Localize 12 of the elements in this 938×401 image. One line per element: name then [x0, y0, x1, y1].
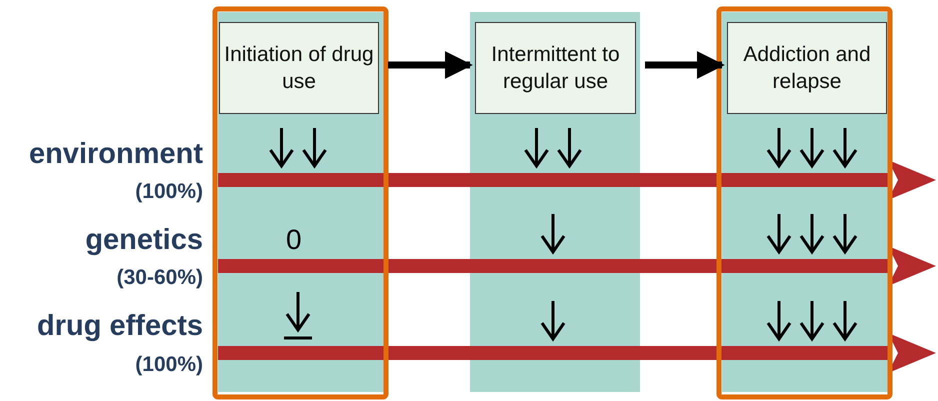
factor-label: drug effects — [37, 310, 203, 343]
zero-mark: 0 — [286, 224, 302, 256]
percentage-label: (100%) — [135, 180, 203, 204]
percentage-label: (100%) — [135, 353, 203, 377]
factor-label: genetics — [85, 224, 203, 257]
stage-box: Addiction and relapse — [727, 22, 887, 114]
factor-label: environment — [28, 138, 203, 171]
arrow — [645, 51, 725, 79]
arrow — [388, 51, 473, 79]
stage-box: Initiation of drug use — [219, 22, 379, 114]
percentage-label: (30-60%) — [116, 266, 203, 290]
stage-box: Intermittent to regular use — [475, 22, 636, 114]
